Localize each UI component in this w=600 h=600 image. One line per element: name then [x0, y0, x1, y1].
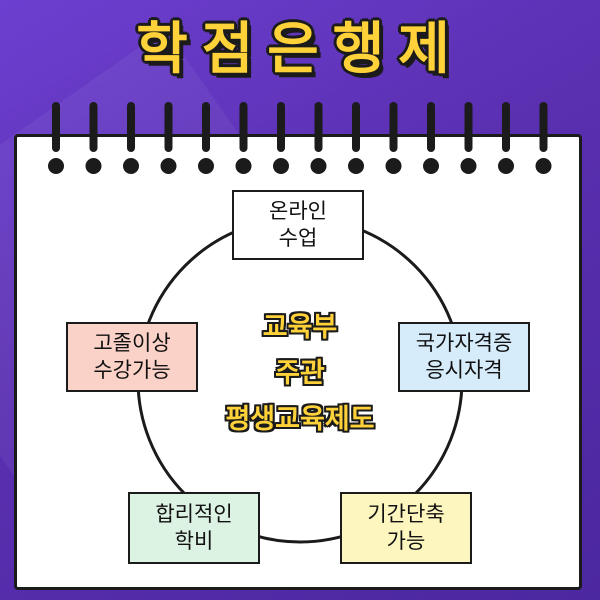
node-online-class-line-1: 온라인 — [269, 199, 327, 223]
node-period-shortening-line-2: 가능 — [386, 529, 426, 553]
node-certificate-eligibility-line-1: 국가자격증 — [415, 331, 513, 355]
node-period-shortening: 기간단축 가능 — [340, 492, 472, 564]
center-label-line-1: 교육부 — [262, 312, 338, 343]
node-online-class: 온라인 수업 — [232, 190, 364, 260]
node-reasonable-tuition: 합리적인 학비 — [128, 492, 260, 564]
page-title: 학점은행제 — [136, 17, 464, 82]
center-label-line-2: 주관 — [275, 358, 325, 389]
center-label-line-3: 평생교육제도 — [225, 404, 375, 435]
node-reasonable-tuition-line-1: 합리적인 — [155, 502, 233, 526]
node-certificate-eligibility: 국가자격증 응시자격 — [398, 322, 530, 392]
node-high-school-graduates-line-1: 고졸이상 — [93, 331, 171, 355]
node-high-school-graduates: 고졸이상 수강가능 — [66, 322, 198, 392]
node-high-school-graduates-line-2: 수강가능 — [93, 358, 171, 382]
node-reasonable-tuition-line-2: 학비 — [174, 529, 214, 553]
center-label: 교육부 주관 평생교육제도 — [190, 305, 410, 443]
node-online-class-line-2: 수업 — [278, 226, 318, 250]
node-period-shortening-line-1: 기간단축 — [367, 502, 445, 526]
node-certificate-eligibility-line-2: 응시자격 — [425, 358, 503, 382]
